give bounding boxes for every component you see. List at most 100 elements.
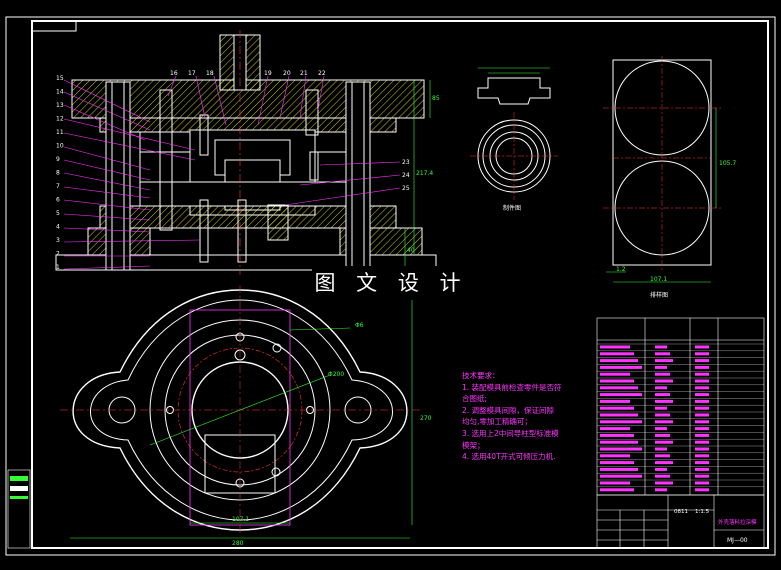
tech-note-line: 模架；	[462, 440, 485, 450]
bom-cell-mark	[655, 474, 670, 478]
bom-cell-mark	[695, 481, 709, 485]
part-number-label: 16	[170, 70, 178, 77]
bom-cell-mark	[655, 399, 673, 403]
bom-cell-mark	[655, 420, 673, 424]
part-number-label: 6	[56, 197, 60, 204]
bom-cell-mark	[655, 386, 667, 390]
tech-note-line: 1. 装配模具前检查零件是否符	[462, 382, 562, 392]
part-number-label: 21	[300, 70, 308, 77]
bom-cell-mark	[600, 467, 638, 471]
bom-cell-mark	[695, 467, 709, 471]
part-number-label: 12	[56, 116, 64, 123]
inner-frame	[31, 20, 769, 549]
watermark: 图 文 设 计	[312, 266, 470, 300]
plan-view	[60, 285, 420, 539]
bom-cell-mark	[600, 413, 638, 417]
title-block	[596, 494, 765, 549]
bom-cell-mark	[695, 393, 709, 397]
dim-strip-width: 107.1	[650, 276, 667, 283]
technical-notes: 技术要求： 1. 装配模具前检查零件是否符 合图纸; 2. 调整模具间隙，保证间…	[462, 370, 562, 463]
part-number-label: 24	[402, 172, 410, 179]
bom-cell-mark	[600, 440, 638, 444]
bom-cell-mark	[695, 359, 709, 363]
bom-cell-mark	[600, 481, 630, 485]
bom-cell-mark	[600, 379, 634, 383]
bom-cell-mark	[600, 447, 642, 451]
leaders-left	[63, 75, 401, 270]
bom-cell-mark	[600, 393, 642, 397]
section-view	[55, 30, 437, 275]
bom-cell-mark	[695, 365, 709, 369]
part-number-label: 14	[56, 89, 64, 96]
bom-cell-mark	[655, 359, 673, 363]
part-number-label: 25	[402, 185, 410, 192]
bom-cell-mark	[655, 406, 667, 410]
bom-cell-mark	[600, 420, 642, 424]
part-number-label: 11	[56, 129, 64, 136]
bom-cell-mark	[600, 433, 634, 437]
bom-cell-mark	[655, 413, 670, 417]
part-number-label: 22	[318, 70, 326, 77]
tech-notes-title: 技术要求：	[462, 371, 500, 380]
bom-cell-mark	[695, 379, 709, 383]
part-number-label: 18	[206, 70, 214, 77]
bom-cell-mark	[655, 345, 667, 349]
bom-cell-mark	[695, 372, 709, 376]
dim-plan-width: 280	[232, 540, 244, 547]
bom-cell-mark	[655, 393, 670, 397]
bom-cell-mark	[655, 447, 667, 451]
bom-cell-mark	[695, 461, 709, 465]
bom-cell-mark	[655, 372, 670, 376]
bom-cell-mark	[695, 345, 709, 349]
part-number-label: 2	[56, 251, 60, 258]
bom-cell-mark	[655, 488, 667, 492]
bom-cell-mark	[655, 440, 673, 444]
part-number-label: 4	[56, 224, 60, 231]
outer-frame	[5, 16, 776, 556]
bom-cell-mark	[695, 386, 709, 390]
part-numbers-right: 23 24 25	[402, 159, 410, 192]
tech-note-line: 合图纸;	[462, 394, 488, 404]
dim-plan-inner-width: 107.1	[232, 516, 249, 523]
layout-drawing-label: 排样图	[650, 291, 668, 299]
bom-cell-mark	[655, 467, 667, 471]
dim-strip-pitch: 105.7	[719, 160, 736, 167]
part-number-label: 10	[56, 143, 64, 150]
part-number-label: 15	[56, 75, 64, 82]
dim-section-h2: 217.4	[416, 170, 433, 177]
bom-cell-mark	[695, 406, 709, 410]
dim-strip-small: 1.2	[616, 266, 626, 273]
bom-cell-mark	[695, 427, 709, 431]
bom-cell-mark	[695, 420, 709, 424]
scale-a: 0811	[674, 509, 688, 515]
bom-cell-mark	[655, 433, 670, 437]
title-block-name: 外壳落料拉深模	[718, 518, 757, 526]
part-number-label: 5	[56, 210, 60, 217]
part-number-label: 7	[56, 183, 60, 190]
scale-b: 1:1.5	[695, 509, 710, 515]
bom-cell-mark	[695, 447, 709, 451]
binding-strip	[7, 469, 31, 549]
bom-cell-mark	[695, 352, 709, 356]
strip-layout	[603, 56, 721, 283]
bom-cell-mark	[655, 461, 673, 465]
bom-cell-mark	[600, 386, 638, 390]
bom-cell-mark	[695, 433, 709, 437]
part-number-label: 3	[56, 237, 60, 244]
bom-cell-mark	[695, 474, 709, 478]
dim-plan-d6: Φ6	[355, 322, 364, 329]
part-number-label: 23	[402, 159, 410, 166]
part-drawing-label: 制件图	[503, 204, 521, 212]
bom-cell-mark	[655, 352, 670, 356]
bom-rows	[597, 343, 764, 492]
bom-cell-mark	[600, 345, 630, 349]
bom-cell-mark	[600, 372, 630, 376]
bom-cell-mark	[695, 399, 709, 403]
part-drawing	[470, 67, 558, 200]
bom-cell-mark	[655, 365, 667, 369]
bom-cell-mark	[600, 454, 630, 458]
dim-section-h3: 40	[407, 247, 415, 254]
tech-note-line: 3. 选用上2中间导柱型标准模	[462, 428, 559, 438]
